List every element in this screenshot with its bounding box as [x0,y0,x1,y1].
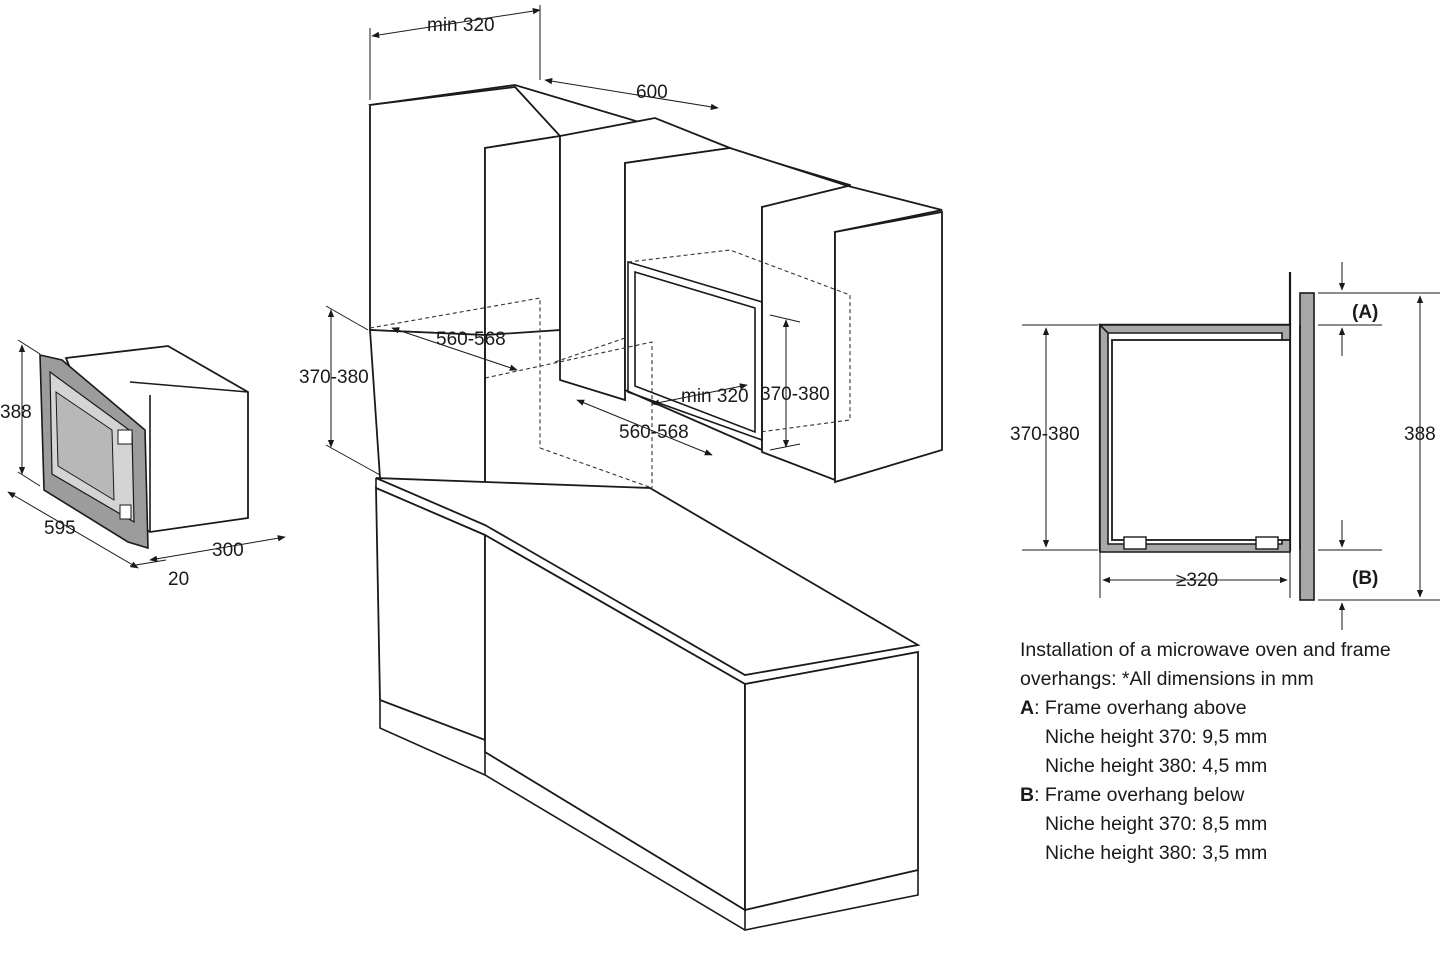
note-a-line-2: Niche height 380: 4,5 mm [1045,755,1268,777]
right-cabinet-side [834,210,943,484]
top-depth-label: min 320 [427,15,495,36]
side-section-view: 370-380 388 (A) (B) ≥320 [1010,262,1440,630]
door-button-icon [119,504,132,520]
note-a-key: A [1020,697,1035,719]
foot-front [1123,536,1147,550]
note-b-text: : Frame overhang below [1034,784,1245,806]
left-niche-height-label: 370-380 [299,367,369,388]
note-a-text: : Frame overhang above [1034,697,1247,719]
note-b-line-2: Niche height 380: 3,5 mm [1045,842,1268,864]
microwave-body-section [1111,339,1291,541]
note-b-key: B [1020,784,1035,806]
note-b-line-1: Niche height 370: 8,5 mm [1045,813,1268,835]
left-upper-cabinet-front [484,134,561,336]
appliance-width-label: 595 [44,518,76,539]
foot-rear [1255,536,1279,550]
appliance-frame-label: 20 [168,569,189,590]
lower-cabinet-side [744,650,919,912]
note-b-heading: B: Frame overhang below [1020,781,1440,810]
notes-intro: Installation of a microwave oven and fra… [1020,639,1391,690]
right-niche-height-label: 370-380 [760,384,830,405]
right-niche-width-label: 560-568 [619,422,689,443]
cabinet-depth-label: 600 [636,82,668,103]
countertop [375,477,921,676]
control-panel-icon [117,429,133,445]
note-a-line-1: Niche height 370: 9,5 mm [1045,726,1268,748]
appliance-depth-label: 300 [212,540,244,561]
lower-cabinet-left [375,486,486,742]
microwave-illustration: 388 595 300 20 [0,339,286,590]
cabinet-illustration: min 320 600 370-380 560-568 min 320 370-… [299,5,943,931]
niche-depth-label: min 320 [681,386,749,407]
front-frame-section [1299,292,1315,601]
left-niche-width-label: 560-568 [436,329,506,350]
marker-a-label: (A) [1352,302,1378,323]
marker-b-label: (B) [1352,568,1378,589]
installation-notes: Installation of a microwave oven and fra… [1020,636,1440,868]
side-total-height-label: 388 [1404,424,1436,445]
appliance-height-label: 388 [0,402,32,423]
side-depth-label: ≥320 [1176,570,1218,591]
note-a-heading: A: Frame overhang above [1020,694,1440,723]
side-niche-height-label: 370-380 [1010,424,1080,445]
